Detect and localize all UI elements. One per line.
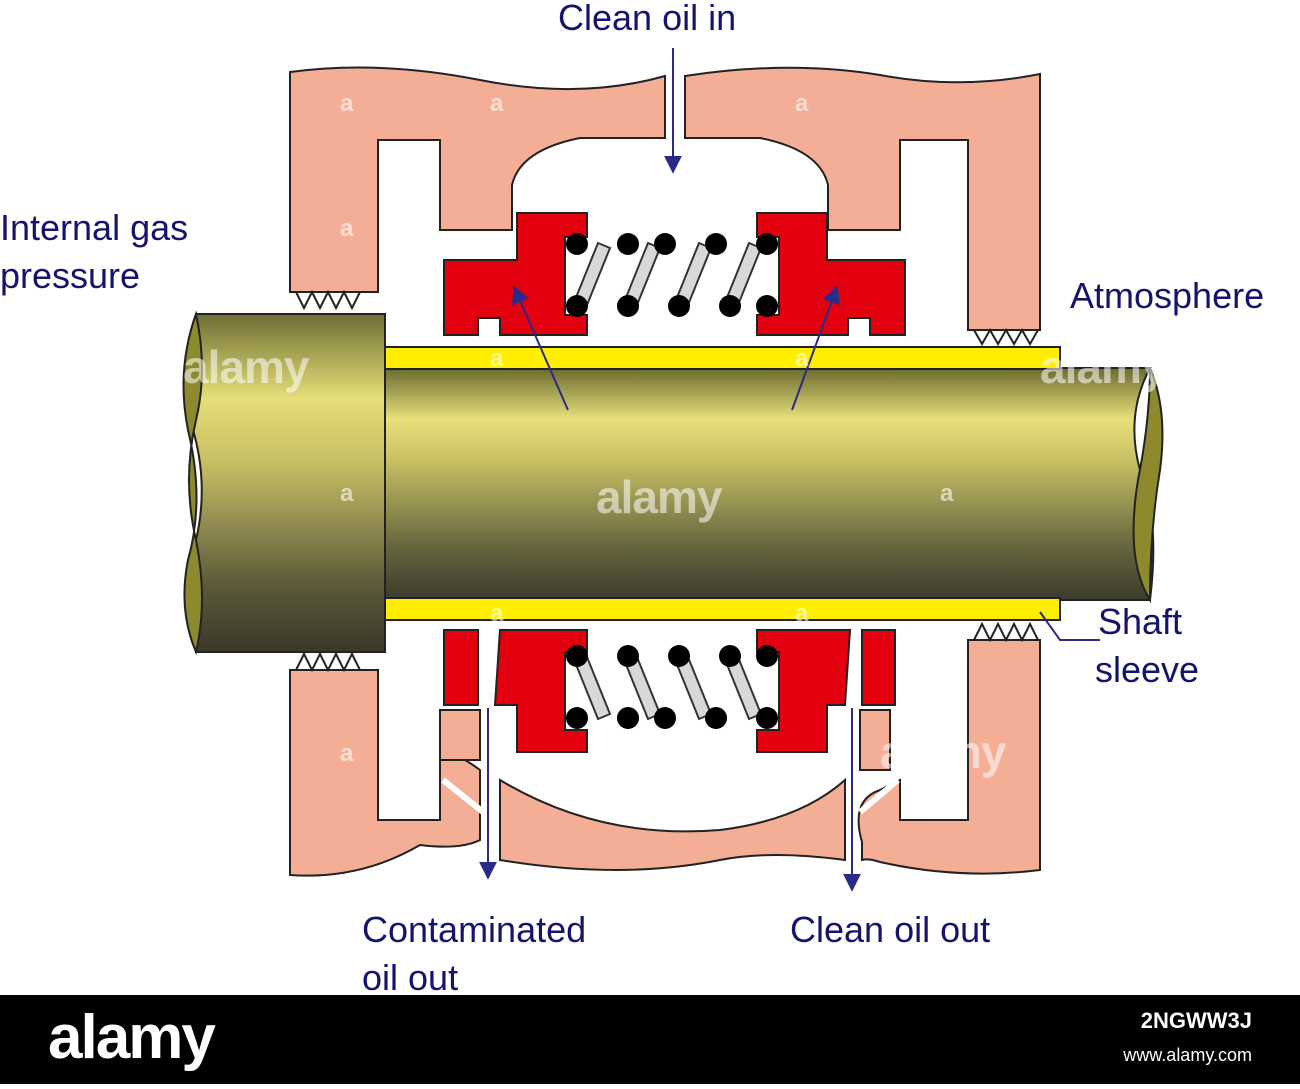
label-clean-oil-in: Clean oil in [558,0,737,38]
watermark-text: alamy [183,341,309,393]
label-contaminated-oil-out-2: oil out [362,957,459,998]
housing-lower-center [499,777,846,871]
label-internal-gas-pressure-1: Internal gas [0,207,189,248]
shaft-end-right [1132,367,1164,604]
label-contaminated-oil-out-1: Contaminated [362,909,587,950]
watermark-letter: a [340,90,354,117]
labyrinth-teeth [294,289,1040,673]
watermark-footer: alamy 2NGWW3J www.alamy.com [0,995,1300,1084]
seal-block-lower-a [443,629,479,706]
housing [289,66,1041,877]
watermark-letter: a [340,740,354,767]
watermark-text: alamy [596,471,722,523]
shaft-end-left [182,310,203,656]
watermark-letter: a [490,90,504,117]
shaft-sleeve-upper [379,346,1061,370]
label-shaft-sleeve-1: Shaft [1098,601,1183,642]
coil-spring-icon [566,233,778,317]
watermark-text: alamy [880,726,1006,778]
housing-upper-left [289,66,666,293]
label-atmosphere: Atmosphere [1070,275,1265,316]
seal-block-lower-b [861,629,896,706]
housing-upper-right [684,66,1041,331]
watermark-letter: a [490,600,504,627]
watermark-letter: a [340,215,354,242]
housing-lower-inner-right [859,709,891,771]
coil-spring-icon [566,645,778,729]
image-id-text: 2NGWW3J [1140,1008,1252,1033]
shaft [369,367,1155,601]
arrow-pressure-right [791,285,840,411]
watermark-letter: a [340,480,354,507]
teeth-lower-right [972,621,1040,643]
website-text: www.alamy.com [1123,1045,1252,1065]
teeth-upper-right [972,327,1040,347]
label-internal-gas-pressure-2: pressure [0,255,141,296]
housing-lower-right [857,639,1041,875]
seal-ring-lower-left [493,629,588,753]
label-clean-oil-out: Clean oil out [790,909,991,950]
leader-shaft-sleeve [1039,611,1100,641]
seal-ring-upper-left [443,212,588,336]
watermark-letter: a [948,215,962,242]
teeth-lower-left [294,651,362,673]
arrow-pressure-left [512,285,569,411]
housing-lower-inner-left [439,709,481,761]
shaft-sleeve-lower [379,597,1061,621]
watermark-letter: a [795,345,809,372]
seal-ring-upper-right [756,212,906,336]
label-shaft-sleeve-2: sleeve [1095,649,1200,690]
teeth-upper-left [294,289,362,311]
drain-passages [441,777,900,815]
arrow-icon [479,48,1100,892]
watermark-letter: a [795,90,809,117]
watermark-letter: a [940,480,954,507]
watermark-letter: a [795,600,809,627]
alamy-logo: alamy [48,1003,216,1072]
watermark-text: alamy [1040,341,1166,393]
watermark-letter: a [490,345,504,372]
